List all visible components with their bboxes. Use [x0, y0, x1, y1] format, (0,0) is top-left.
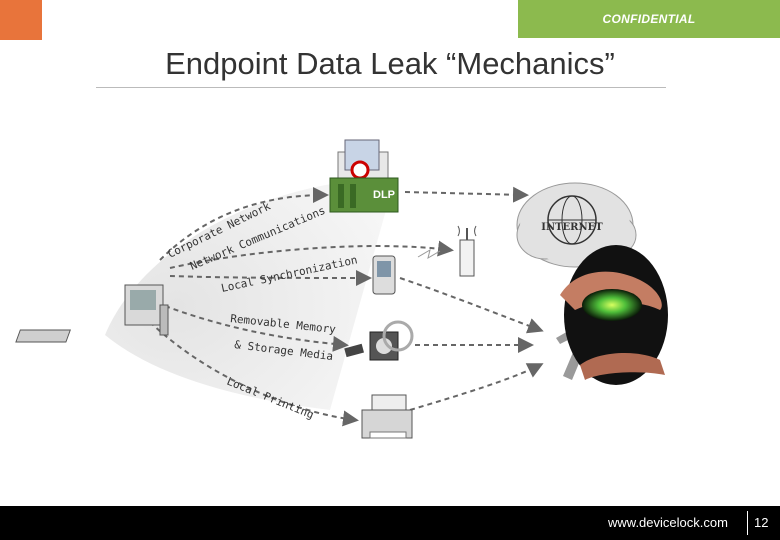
title-underline: [96, 87, 666, 88]
footer-divider: [747, 511, 748, 535]
page-number: 12: [754, 515, 769, 530]
corner-accent-box: [0, 0, 42, 40]
arrow-pda-to-person: [399, 277, 544, 334]
arrow-to-usb: [164, 305, 349, 352]
arrow-to-printer: [149, 321, 359, 427]
channel-fan-background: [105, 178, 395, 410]
footer-url: www.devicelock.com: [608, 515, 728, 530]
dlp-server-icon: DLP: [329, 139, 399, 213]
footer-bar: www.devicelock.com 12: [0, 506, 780, 540]
printer-icon: [361, 394, 413, 439]
wifi-antenna-icon: [417, 225, 477, 277]
flow-arrows: [149, 186, 594, 427]
arrow-to-pda: [169, 269, 372, 286]
arrow-printer-to-person: [409, 363, 544, 411]
confidential-label: CONFIDENTIAL: [602, 12, 696, 26]
usb-storage-icon: [344, 320, 414, 361]
arrow-dlp-to-internet: [404, 186, 529, 203]
hands-with-data-image: [560, 245, 668, 385]
page-title: Endpoint Data Leak “Mechanics”: [165, 46, 615, 81]
arrow-to-dlp: [159, 187, 329, 261]
dlp-label: DLP: [373, 189, 395, 201]
internet-cloud-icon: INTERNET: [516, 182, 637, 268]
leak-mechanics-diagram: DLP INTERNET: [15, 139, 668, 439]
confidential-banner: CONFIDENTIAL: [518, 0, 780, 38]
pda-device-icon: [372, 255, 396, 295]
internet-label: INTERNET: [541, 222, 603, 233]
desktop-computer-icon: [15, 284, 169, 343]
